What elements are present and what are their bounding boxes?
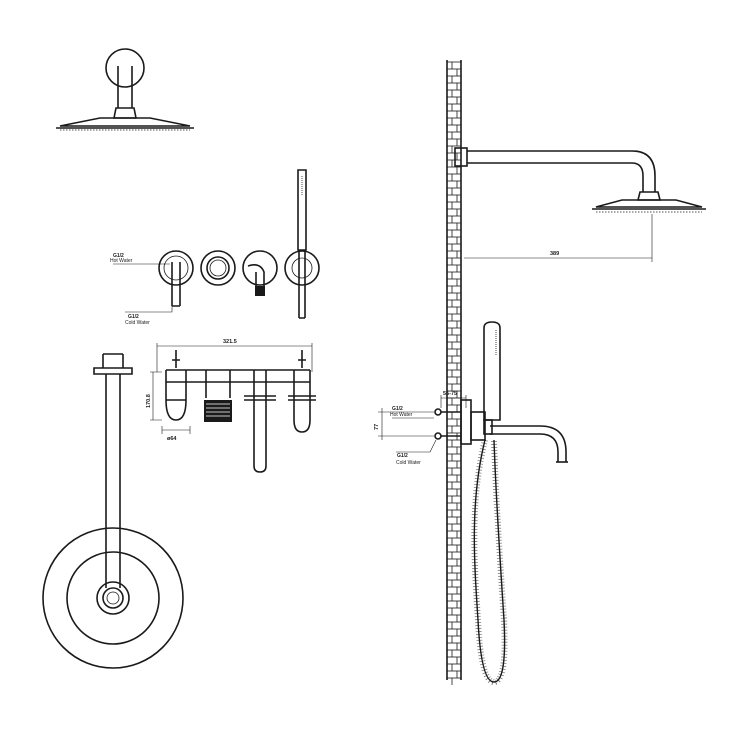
shower-head-icon: [595, 199, 703, 208]
spout-outlet: [255, 286, 265, 296]
hand-shower-icon: [297, 169, 307, 251]
mixer-front-view: G1/2 Hot Water G1/2 Cold Water: [110, 169, 320, 326]
cold-water-size-label: G1/2: [128, 314, 139, 320]
spout-icon: [242, 250, 278, 286]
hot-water-size-label: G1/2: [113, 253, 124, 259]
hose-braid: [471, 439, 508, 686]
hand-shower-icon: [483, 321, 501, 421]
shower-arm-plan: [105, 374, 121, 588]
shower-head-plan-view: [42, 353, 184, 669]
spout-icon: [490, 425, 567, 462]
side-hot-label: Hot Water: [390, 412, 413, 418]
shower-head-outer-ring: [42, 527, 184, 669]
shower-head-elevation: [56, 48, 194, 131]
depth-range-dimension: 55-75: [443, 391, 457, 397]
wall-flange-icon: [454, 147, 468, 167]
arm-connector: [113, 107, 137, 119]
shower-head-inner-ring: [66, 551, 160, 645]
cold-water-label: Cold Water: [125, 320, 150, 326]
cartridge-block: [204, 400, 232, 422]
side-hot-size-label: G1/2: [392, 406, 403, 412]
holder-flange: [284, 250, 320, 286]
arm-flange: [93, 367, 133, 375]
hot-water-label: Hot Water: [110, 258, 133, 264]
shower-head-icon: [59, 117, 191, 127]
shower-arm-side: [467, 150, 656, 192]
mixer-plan-view: 321.5 170.8 ø64: [146, 339, 316, 473]
ceiling-flange-icon: [105, 48, 145, 88]
diverter-icon: [200, 250, 236, 286]
overall-width-dimension: 321.5: [223, 339, 237, 345]
hand-shower-handle: [298, 250, 306, 319]
body-diameter-dimension: ø64: [167, 436, 177, 442]
side-cold-size-label: G1/2: [397, 453, 408, 459]
arm-reach-dimension: 389: [550, 251, 559, 257]
body-height-dimension: 170.8: [146, 394, 152, 408]
wall-brick-hatch: [447, 61, 461, 685]
inlet-spacing-dimension: 77: [374, 424, 380, 430]
side-elevation: 389 55-75 77 G1/2 Hot Water G1/2 Cold Wa…: [374, 60, 706, 686]
mixer-valve-icon: [158, 250, 194, 286]
shower-arm: [117, 66, 133, 108]
side-cold-label: Cold Water: [396, 460, 421, 466]
